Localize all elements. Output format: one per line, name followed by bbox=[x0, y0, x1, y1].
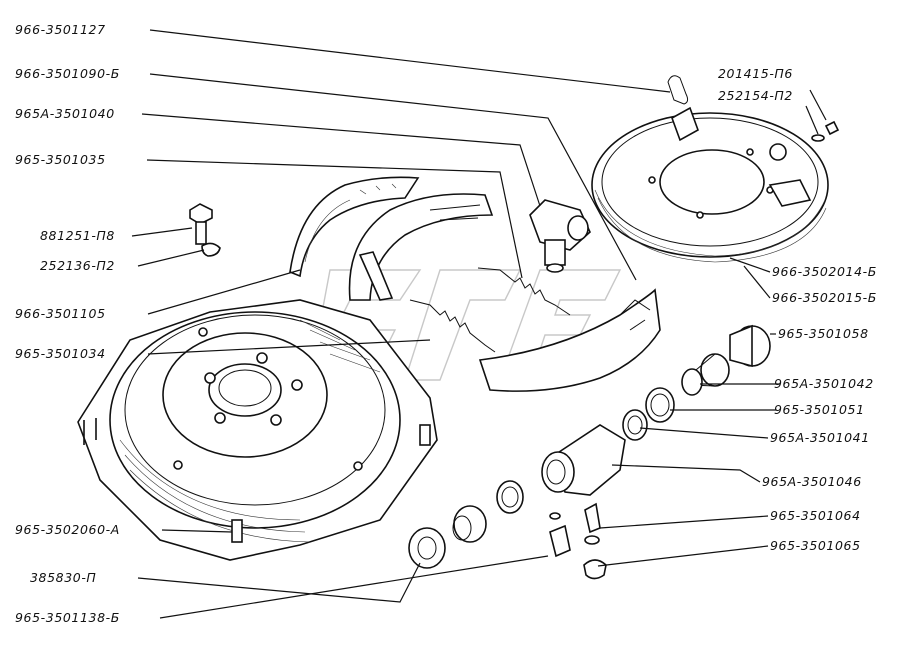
part-label: 966-3501105 bbox=[15, 306, 106, 321]
cup-seal-left bbox=[496, 480, 524, 514]
part-label: 965-3502060-А bbox=[15, 522, 120, 537]
wheel-cylinder-top bbox=[529, 199, 591, 273]
cylinder-boot-right bbox=[729, 324, 771, 368]
part-label: 965-3501065 bbox=[770, 538, 861, 553]
part-label: 965А-3501040 bbox=[15, 106, 115, 121]
bolt-and-washer-small bbox=[811, 120, 840, 142]
part-label: 965-3501064 bbox=[770, 508, 861, 523]
brake-shoe-right bbox=[478, 288, 661, 392]
return-spring-lower bbox=[409, 299, 496, 353]
spring-washer-left bbox=[201, 242, 221, 257]
cup-seal-right bbox=[645, 387, 675, 423]
piston-right bbox=[681, 353, 730, 396]
part-label: 881251-П8 bbox=[40, 228, 115, 243]
cylinder-body bbox=[541, 424, 626, 496]
piston-left bbox=[452, 505, 487, 543]
backing-plate bbox=[591, 106, 829, 263]
brake-shoe-lining-left bbox=[289, 176, 420, 278]
part-label: 965-3501035 bbox=[15, 152, 106, 167]
part-label: 965А-3501042 bbox=[774, 376, 874, 391]
part-label: 965-3501138-Б bbox=[15, 610, 120, 625]
part-label: 966-3501090-Б bbox=[15, 66, 120, 81]
part-label: 966-3502014-Б bbox=[772, 264, 877, 279]
return-spring-upper bbox=[477, 267, 571, 316]
retaining-clip bbox=[667, 75, 689, 105]
part-label: 966-3501127 bbox=[15, 22, 106, 37]
part-label: 201415-П6 bbox=[718, 66, 793, 81]
bolt-left bbox=[189, 203, 213, 245]
part-label: 965А-3501041 bbox=[770, 430, 870, 445]
part-label: 965А-3501046 bbox=[762, 474, 862, 489]
part-label: 252154-П2 bbox=[718, 88, 793, 103]
brake-shoe-center bbox=[348, 193, 494, 301]
part-label: 966-3502015-Б bbox=[772, 290, 877, 305]
brake-drum bbox=[77, 299, 438, 561]
bleeder-cap bbox=[583, 559, 607, 580]
bleeder-screw bbox=[584, 502, 601, 545]
part-label: 385830-П bbox=[30, 570, 96, 585]
cylinder-boot-left bbox=[408, 527, 446, 569]
part-label: 965-3501051 bbox=[774, 402, 865, 417]
spring-right bbox=[622, 409, 648, 441]
part-label: 965-3501058 bbox=[778, 326, 869, 341]
part-label: 965-3501034 bbox=[15, 346, 106, 361]
union-bolt bbox=[549, 512, 571, 558]
part-label: 252136-П2 bbox=[40, 258, 115, 273]
leader-lines bbox=[131, 29, 827, 619]
part-labels: 966-3501127 966-3501090-Б 965А-3501040 9… bbox=[15, 22, 877, 625]
